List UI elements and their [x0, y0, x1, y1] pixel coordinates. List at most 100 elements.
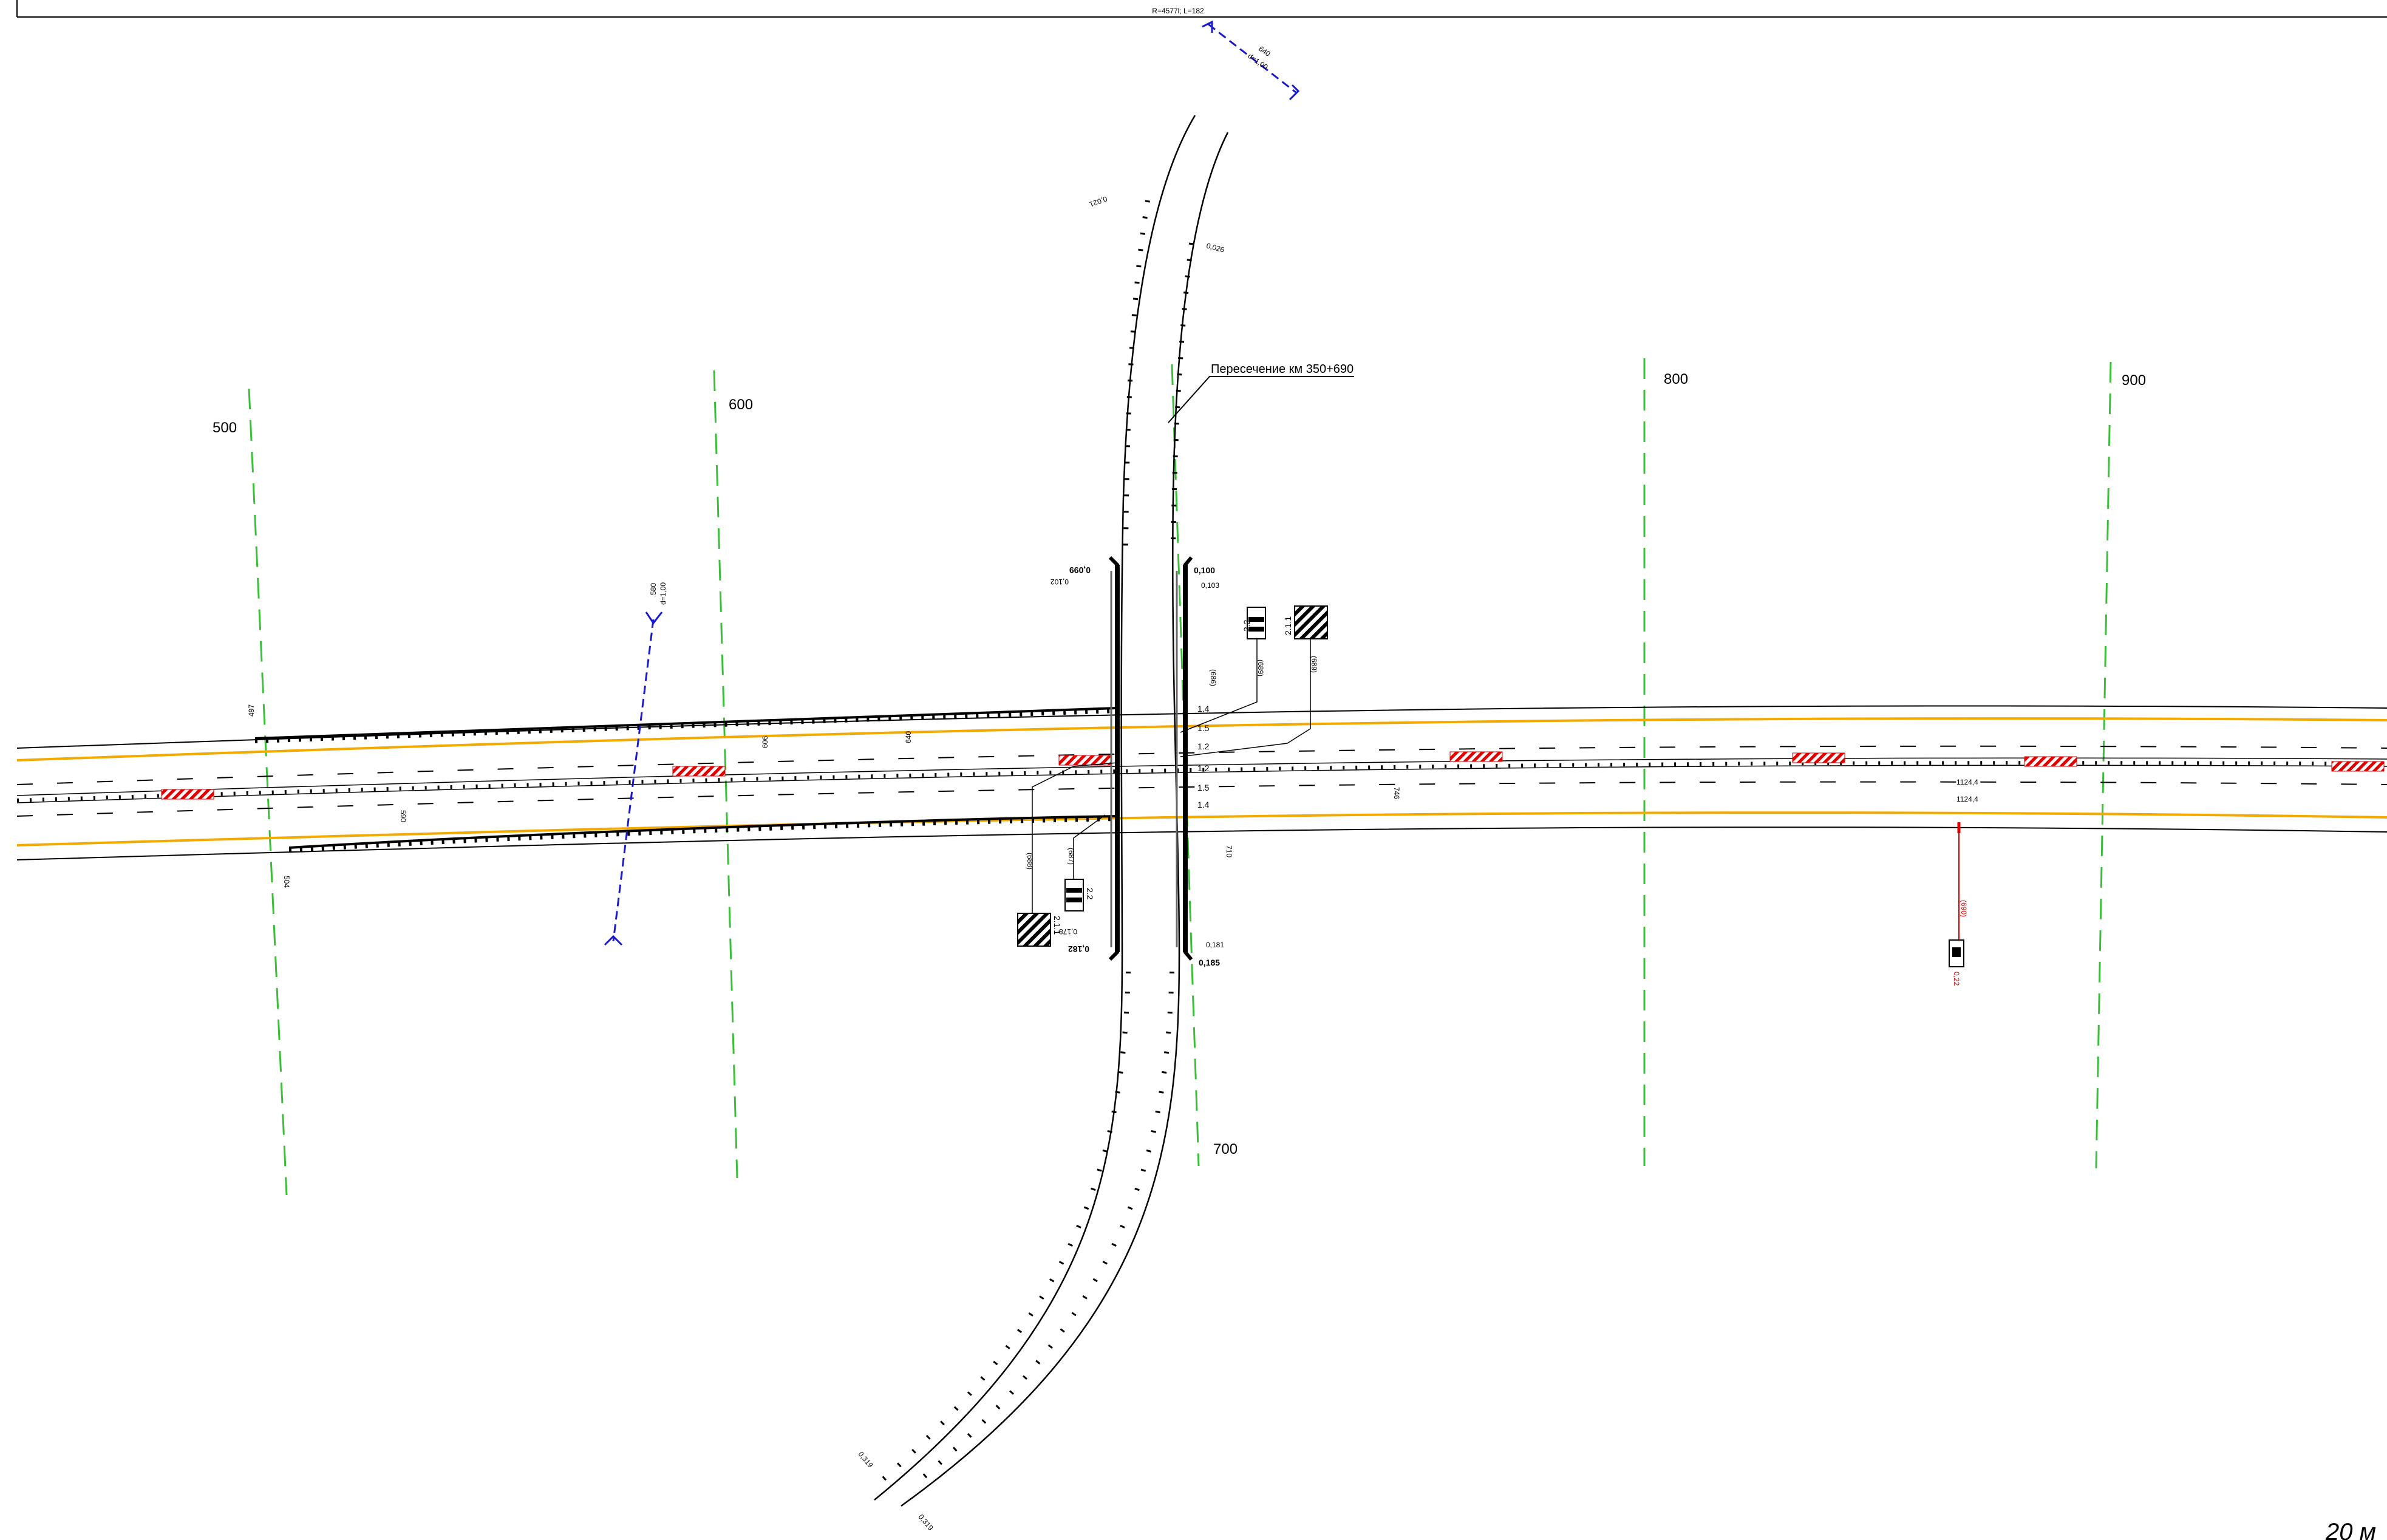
road-top-yellow-line	[16, 717, 2387, 761]
culvert-top-cap-a	[1202, 20, 1213, 33]
lane-width-6: 1.4	[1197, 800, 1210, 809]
grid-label-500: 500	[213, 420, 237, 436]
culvert-left-top-cap	[645, 612, 663, 625]
label-road-bottom-right: 0,319	[917, 1513, 935, 1532]
sign-211-upper-label: 2.1.1	[1283, 616, 1293, 635]
hatch-6	[2024, 756, 2077, 767]
picket-606: 606	[761, 736, 769, 748]
markers: 1124,4 1124,4 (690) 0,22	[1949, 778, 1978, 986]
crossing-labels: 0,099 0,102 0,100 0,103 0,182 0,178 0,18…	[857, 194, 1226, 1532]
crossing-left-posts-top	[1123, 200, 1150, 547]
picket-640: 640	[1257, 44, 1272, 58]
label-bottom-left: 0,182	[1068, 944, 1089, 954]
grid-labels: 500 600 700 800 900	[213, 371, 2146, 1157]
label-road-bottom-left: 0,319	[857, 1450, 875, 1470]
crossing-right-posts-top	[1171, 242, 1194, 547]
guardrail-bottom-left-posts	[288, 816, 1118, 853]
road-lane-dash-top	[16, 745, 2387, 785]
lane-width-2: 1.5	[1197, 723, 1210, 733]
red-ref: (690)	[1960, 900, 1968, 917]
grid-lines	[248, 358, 2112, 1196]
median-hatches	[161, 751, 2385, 800]
road-top-edge	[16, 705, 2387, 749]
intersection-label: Пересечение км 350+690	[1211, 363, 1354, 376]
culvert-top	[1208, 23, 1296, 94]
label-top-left: 0,099	[1069, 565, 1091, 575]
bridge-left-bracket	[1108, 556, 1119, 961]
picket-746: 746	[1392, 787, 1401, 799]
grid-line-700	[1171, 364, 1200, 1167]
road-bottom-yellow-line	[16, 811, 2387, 847]
picket-640b: 640	[904, 731, 913, 743]
grid-label-600: 600	[729, 397, 753, 413]
road-bottom-edge	[16, 826, 2387, 860]
median-top	[16, 757, 2387, 796]
label-road-top-start: 0,021	[1088, 194, 1108, 209]
lane-width-1: 1.4	[1197, 704, 1210, 714]
culvert-top-cap-b	[1289, 84, 1300, 101]
sign-22-upper: 2.2	[1242, 607, 1266, 639]
culvert-left	[612, 619, 655, 942]
hatch-1	[161, 789, 214, 800]
picket-590: 590	[399, 810, 407, 822]
road-lane-dash-bottom	[16, 781, 2387, 817]
label-road-top-right: 0,026	[1205, 241, 1225, 254]
guardrail-top-left-posts	[254, 708, 1118, 743]
ref-689b: (689)	[1310, 656, 1318, 673]
picket-504: 504	[282, 876, 291, 888]
hatch-4	[1449, 751, 1503, 762]
crossing-left-edge	[874, 115, 1196, 1501]
intersection-callout: Пересечение км 350+690	[1168, 363, 1354, 423]
grid-label-800: 800	[1664, 371, 1688, 387]
sign-leaders	[1032, 639, 1311, 913]
sign-211-upper: 2.1.1	[1283, 605, 1328, 639]
hatch-7	[2331, 761, 2385, 772]
crossing-road	[874, 115, 1229, 1507]
grid-label-900: 900	[2122, 372, 2146, 389]
lane-widths: 1.4 1.5 1.2 1.2 1.5 1.4	[1197, 704, 1210, 809]
crossing-left-posts-bottom	[879, 971, 1131, 1484]
grid-line-500	[248, 388, 288, 1196]
signs: 2.2 2.1.1 2.2 2.1.1 (689) (689) (688) (6…	[1017, 605, 1328, 947]
grid-label-700: 700	[1213, 1141, 1238, 1157]
ref-687: (687)	[1067, 848, 1075, 865]
lane-width-5: 1.5	[1197, 783, 1210, 792]
top-note: R=4577l; L=182	[1152, 7, 1204, 15]
ref-686: (686)	[1209, 669, 1217, 686]
crossing-right-posts-bottom	[909, 971, 1174, 1490]
label-bottom-right-sub: 0,181	[1206, 941, 1224, 949]
label-bottom-right: 0,185	[1199, 958, 1220, 967]
marker-1: 1124,4	[1956, 778, 1978, 786]
median-bottom	[16, 765, 2387, 803]
hatch-5	[1792, 752, 1845, 763]
pickets: 497 504 580 d=1,00 590 606 640 d=1,00 64…	[247, 44, 1401, 888]
picket-710: 710	[1225, 845, 1233, 857]
grid-line-900	[2095, 361, 2112, 1169]
main-road	[16, 705, 2387, 860]
sign-211-lower: 2.1.1	[1017, 913, 1062, 947]
sign-22-upper-label: 2.2	[1242, 619, 1251, 632]
label-bottom-left-sub: 0,178	[1059, 927, 1077, 936]
label-top-left-sub: 0,102	[1050, 578, 1069, 586]
lane-width-4: 1.2	[1197, 763, 1210, 773]
picket-580: 580	[649, 583, 658, 595]
grid-line-600	[713, 370, 738, 1179]
bridge-right-bracket	[1183, 556, 1193, 961]
ref-689a: (689)	[1256, 659, 1265, 676]
culvert-left-bottom-cap	[604, 935, 623, 946]
ref-688: (688)	[1026, 853, 1034, 870]
picket-580-note: d=1,00	[659, 582, 667, 605]
culverts	[604, 20, 1300, 946]
red-val: 0,22	[1952, 972, 1961, 986]
sign-211-lower-label: 2.1.1	[1052, 916, 1062, 935]
lane-width-3: 1.2	[1197, 741, 1210, 751]
sign-22-lower: 2.2	[1064, 879, 1095, 911]
frame-top: R=4577l; L=182	[16, 0, 2387, 18]
picket-497: 497	[247, 704, 256, 717]
hatch-2	[672, 766, 726, 777]
label-top-right: 0,100	[1194, 565, 1215, 575]
label-top-right-sub: 0,103	[1201, 581, 1219, 590]
sign-22-lower-label: 2.2	[1085, 888, 1095, 900]
marker-2: 1124,4	[1956, 795, 1978, 803]
